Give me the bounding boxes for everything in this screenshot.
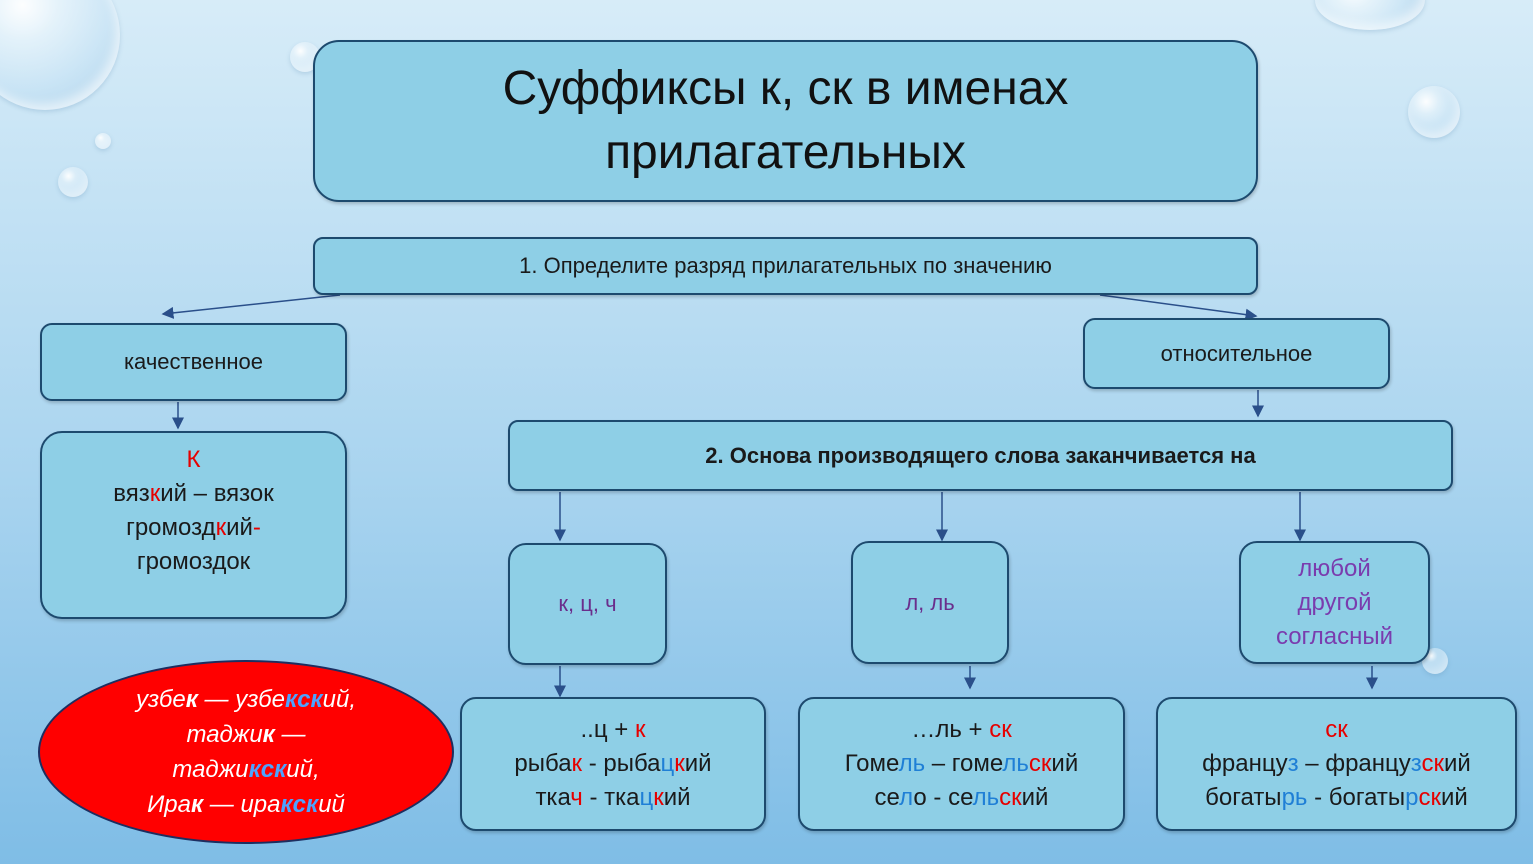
bubble-decoration (1408, 86, 1460, 138)
suffix-k: К (186, 446, 201, 473)
rule-line: ск (1325, 716, 1348, 743)
consonant-box-other: любой другой согласный (1239, 541, 1430, 664)
exception-line: таджикский, (172, 756, 320, 783)
consonant-box-l: л, ль (851, 541, 1009, 664)
qualitative-label: качественное (123, 349, 264, 374)
step2-text: 2. Основа производящего слова заканчивае… (705, 442, 1256, 468)
exceptions-oval: узбек — узбекский, таджик — таджикский, … (38, 660, 454, 844)
consonant-label: л, ль (905, 589, 955, 615)
example-line: село - сельский (874, 784, 1049, 811)
example-line: Гомель – гомельский (844, 750, 1079, 777)
example-line: француз – французский (1202, 750, 1471, 777)
example-line: рыбак - рыбацкий (514, 750, 712, 777)
example-line: громоздок (136, 548, 251, 575)
relative-box: относительное (1083, 318, 1390, 389)
example-line: ткач - ткацкий (535, 784, 691, 811)
example-line: богатырь - богатырский (1205, 784, 1468, 811)
title-line-2: прилагательных (605, 126, 966, 179)
consonant-label: к, ц, ч (558, 591, 617, 616)
qualitative-example-box: К вязкий – вязок громоздкий- громоздок (40, 431, 347, 619)
exception-line: Ирак — иракский (147, 791, 345, 818)
qualitative-box: качественное (40, 323, 347, 401)
step1-box: 1. Определите разряд прилагательных по з… (313, 237, 1258, 295)
bubble-decoration (95, 133, 111, 149)
result-box-k: ..ц + к рыбак - рыбацкий ткач - ткацкий (460, 697, 766, 831)
consonant-box-k-ts-ch: к, ц, ч (508, 543, 667, 665)
example-line: вязкий – вязок (113, 480, 274, 507)
exception-line: таджик — (186, 721, 306, 748)
exception-line: узбек — узбекский, (135, 686, 357, 713)
page-title: Суффиксы к, ск в именах прилагательных (313, 40, 1258, 202)
title-line-1: Суффиксы к, ск в именах (502, 62, 1069, 115)
example-line: громоздкий- (126, 514, 261, 541)
consonant-label: другой (1297, 588, 1372, 616)
step1-text: 1. Определите разряд прилагательных по з… (519, 253, 1052, 278)
result-box-sk: ск француз – французский богатырь - бога… (1156, 697, 1517, 831)
consonant-label: любой (1298, 554, 1371, 582)
relative-label: относительное (1160, 340, 1313, 366)
consonant-label: согласный (1275, 622, 1394, 650)
rule-line: …ль + ск (911, 716, 1012, 743)
rule-line: ..ц + к (580, 716, 646, 743)
step2-box: 2. Основа производящего слова заканчивае… (508, 420, 1453, 491)
bubble-decoration (58, 167, 88, 197)
result-box-l: …ль + ск Гомель – гомельский село - сель… (798, 697, 1125, 831)
